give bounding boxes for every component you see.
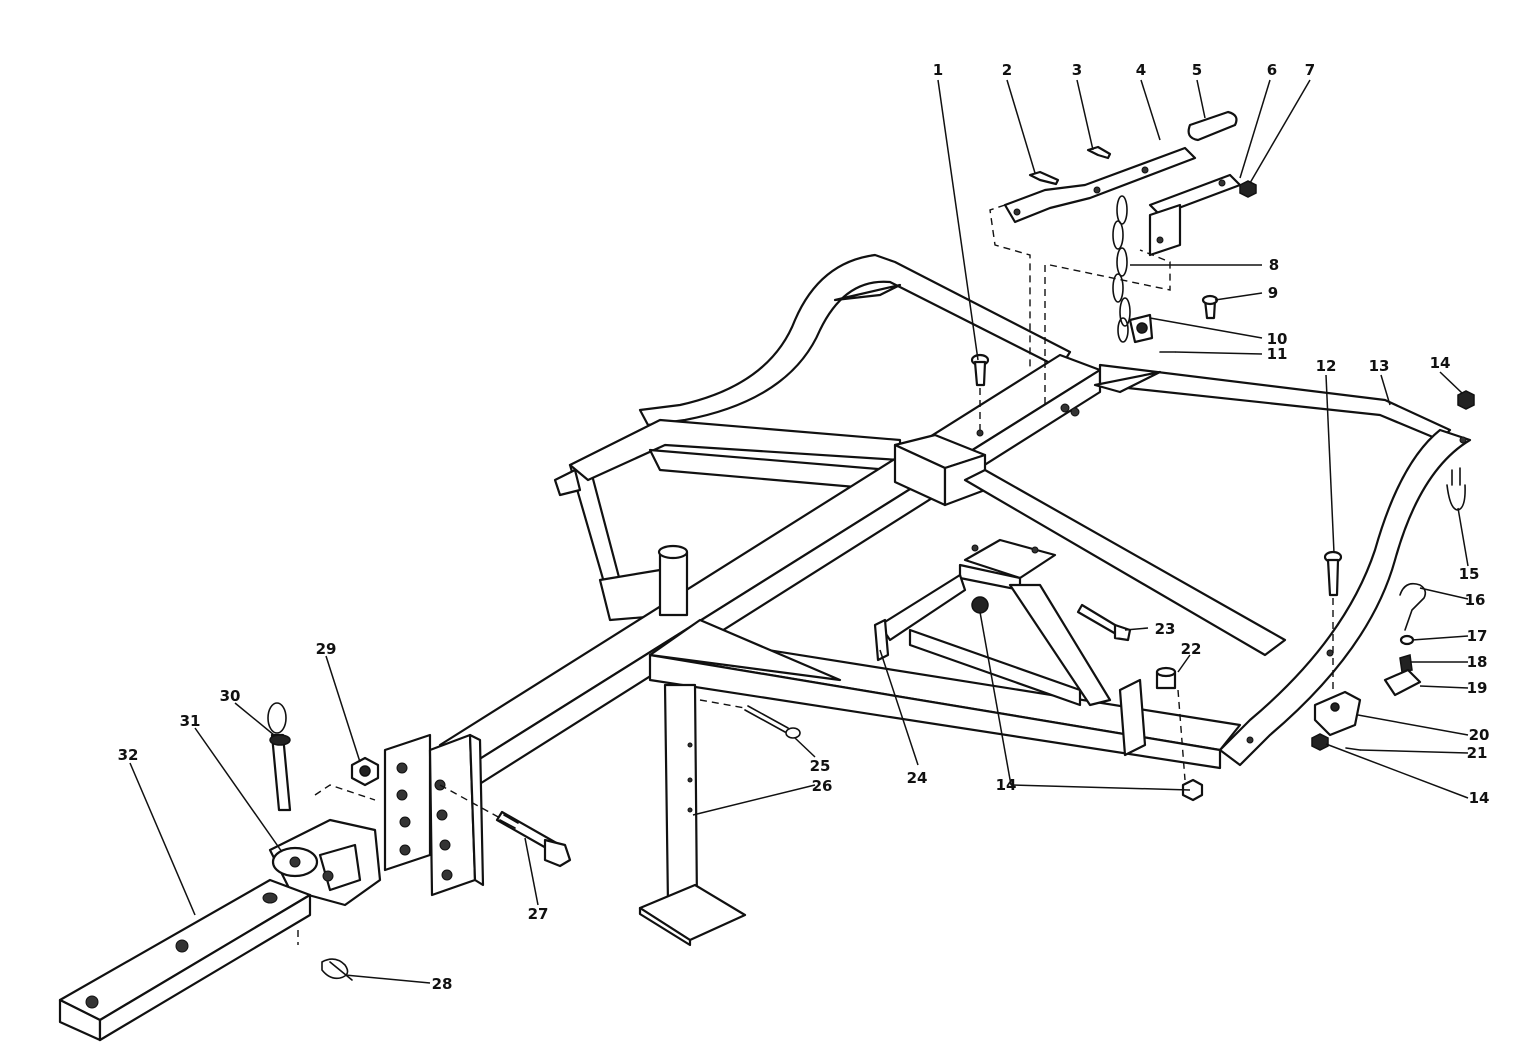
hitch-nut bbox=[350, 756, 380, 787]
frame-hole bbox=[976, 429, 984, 437]
callout-19: 19 bbox=[1467, 679, 1488, 697]
bracket-bolt bbox=[1076, 603, 1132, 642]
callout-2: 2 bbox=[1002, 61, 1012, 79]
callout-32: 32 bbox=[118, 746, 139, 764]
callout-6: 6 bbox=[1267, 61, 1277, 79]
callout-14-right: 14 bbox=[1469, 789, 1490, 807]
frame-hole bbox=[1246, 736, 1254, 744]
callout-12: 12 bbox=[1316, 357, 1337, 375]
frame-hole bbox=[1070, 407, 1080, 417]
rear-left-rail bbox=[638, 253, 1072, 427]
callout-10: 10 bbox=[1267, 330, 1288, 348]
hitch-pin bbox=[267, 702, 292, 812]
callout-26: 26 bbox=[812, 777, 833, 795]
right-curved-rail bbox=[1218, 428, 1472, 767]
frame-hole bbox=[1060, 403, 1070, 413]
callout-21: 21 bbox=[1467, 744, 1488, 762]
callout-27: 27 bbox=[528, 905, 549, 923]
callout-15: 15 bbox=[1459, 565, 1480, 583]
safety-chain-assembly bbox=[989, 110, 1257, 408]
callout-22: 22 bbox=[1181, 640, 1202, 658]
front-left-gusset bbox=[648, 618, 842, 682]
rear-left-gusset bbox=[833, 283, 902, 302]
frame-assembly bbox=[438, 253, 1472, 787]
center-support-bracket bbox=[873, 538, 1147, 757]
hitch-bolt bbox=[439, 784, 572, 868]
callout-31: 31 bbox=[180, 712, 201, 730]
clevis-plate-left bbox=[383, 733, 432, 872]
callout-7: 7 bbox=[1305, 61, 1315, 79]
jack-mount-tube-top bbox=[657, 544, 689, 560]
bracket-nut bbox=[971, 596, 989, 614]
spacer-bushing bbox=[1155, 666, 1186, 781]
lower-nut bbox=[1181, 778, 1204, 802]
callout-24: 24 bbox=[907, 769, 928, 787]
jack-mount-tube bbox=[658, 550, 689, 617]
callout-1: 1 bbox=[933, 61, 943, 79]
right-diagonal-rail bbox=[963, 468, 1287, 657]
callout-25: 25 bbox=[810, 757, 831, 775]
callout-8: 8 bbox=[1269, 256, 1279, 274]
callout-17: 17 bbox=[1467, 627, 1488, 645]
left-front-plate bbox=[553, 468, 582, 497]
callout-13: 13 bbox=[1369, 357, 1390, 375]
drawbar bbox=[58, 878, 312, 1042]
callout-18: 18 bbox=[1467, 653, 1488, 671]
callout-30: 30 bbox=[220, 687, 241, 705]
hitch-coupler bbox=[268, 818, 382, 907]
callout-29: 29 bbox=[316, 640, 337, 658]
right-hardware bbox=[1311, 390, 1475, 751]
clip-pin bbox=[297, 930, 353, 981]
leader-lines bbox=[129, 79, 1469, 984]
callout-14-top: 14 bbox=[1430, 354, 1451, 372]
callout-5: 5 bbox=[1192, 61, 1202, 79]
callout-14-center: 14 bbox=[996, 776, 1017, 794]
jack-pin bbox=[699, 699, 801, 739]
hitch-clevis bbox=[314, 733, 485, 897]
front-cross-rail-face bbox=[648, 653, 1222, 770]
chain-bracket-plate bbox=[1003, 146, 1197, 224]
frame-hole bbox=[1459, 436, 1467, 444]
callout-23: 23 bbox=[1155, 620, 1176, 638]
callout-9: 9 bbox=[1268, 284, 1278, 302]
callout-labels: 1 2 3 4 5 6 7 8 9 10 11 12 13 14 14 14 1… bbox=[118, 61, 1490, 993]
right-rear-bracket bbox=[1093, 370, 1162, 394]
jack-stand bbox=[638, 683, 747, 947]
callout-20: 20 bbox=[1469, 726, 1490, 744]
frame-hole bbox=[1326, 649, 1334, 657]
callout-28: 28 bbox=[432, 975, 453, 993]
center-bolt bbox=[970, 353, 990, 430]
callout-4: 4 bbox=[1136, 61, 1146, 79]
callout-3: 3 bbox=[1072, 61, 1082, 79]
callout-16: 16 bbox=[1465, 591, 1486, 609]
callout-11: 11 bbox=[1267, 345, 1288, 363]
